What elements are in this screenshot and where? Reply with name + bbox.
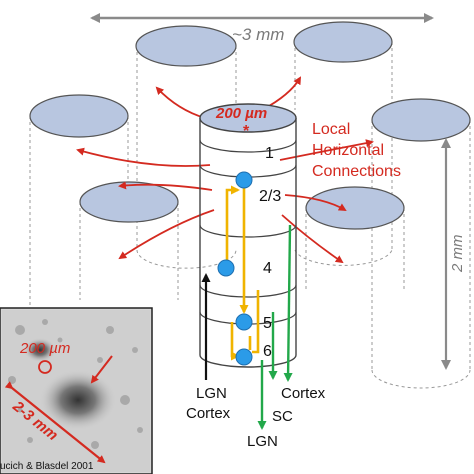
span-dimension: ~3 mm: [90, 13, 434, 44]
lgn-input-label-line2: Cortex: [186, 405, 231, 422]
output-cortex-label: Cortex: [281, 385, 326, 402]
back-column-low-right: [294, 186, 405, 290]
inset-dark-blob-2: [24, 338, 56, 362]
red-arrow-left-upper: [76, 147, 211, 167]
label-line-2: Horizontal: [312, 142, 384, 159]
layer-5-label: 5: [263, 315, 272, 332]
back-column-mid-left: [29, 94, 129, 310]
inset-credit: ucich & Blasdel 2001: [0, 461, 94, 472]
inset-highlight-circle: [38, 360, 52, 374]
yellow-path-4-to-2-3: [225, 185, 240, 268]
inset-panel: 200 µm 2-3 mm ucich & Blasdel 2001: [0, 307, 153, 474]
red-arrow-up-left: [155, 86, 206, 119]
intracolumn-circuit: [225, 185, 260, 361]
layer-2-3-label: 2/3: [259, 188, 281, 205]
neuron-layer-2-3: [235, 171, 253, 189]
red-arrow-left-mid: [118, 181, 213, 191]
red-arrow-right-upper: [279, 139, 374, 161]
height-label: 2 mm: [449, 235, 466, 274]
layer-labels: 1 2/3 4 5 6: [259, 145, 281, 360]
back-column-mid-right: [371, 98, 471, 389]
yellow-path-6-to-4: [248, 290, 260, 354]
layer-6-label: 6: [263, 343, 272, 360]
red-arrow-right-lower: [281, 214, 344, 264]
neuron-layer-5: [235, 313, 253, 331]
inset-diameter-label: 200 µm: [19, 340, 70, 357]
span-label: ~3 mm: [232, 25, 284, 44]
output-lgn-label: LGN: [247, 433, 278, 450]
label-line-3: Connections: [312, 163, 401, 180]
layer-1-label: 1: [265, 145, 274, 162]
column-diameter-label: 200 µm: [215, 105, 267, 122]
green-arrow-cortex: [283, 224, 293, 382]
label-line-1: Local: [312, 121, 350, 138]
output-sc-label: SC: [272, 408, 293, 425]
column-top-disk: [199, 103, 297, 133]
back-column-low-left: [79, 181, 237, 300]
yellow-path-5-to-6: [230, 322, 240, 361]
red-arrow-right-mid: [284, 194, 347, 212]
inset-span-arrow: [4, 381, 106, 464]
red-arrow-left-lower: [118, 209, 215, 260]
inset-pointer-arrow: [90, 355, 113, 384]
layer-4-label: 4: [263, 260, 272, 277]
neurons: [217, 171, 253, 366]
neuron-layer-4: [217, 259, 235, 277]
back-column-top-right: [293, 21, 393, 250]
lgn-input-label-line1: LGN: [196, 385, 227, 402]
neuron-layer-6: [235, 348, 253, 366]
horizontal-connections-label: Local Horizontal Connections: [312, 121, 401, 180]
output-arrows: [257, 224, 293, 430]
height-dimension: 2 mm: [441, 138, 466, 370]
column-diameter-marker: *: [243, 123, 250, 140]
